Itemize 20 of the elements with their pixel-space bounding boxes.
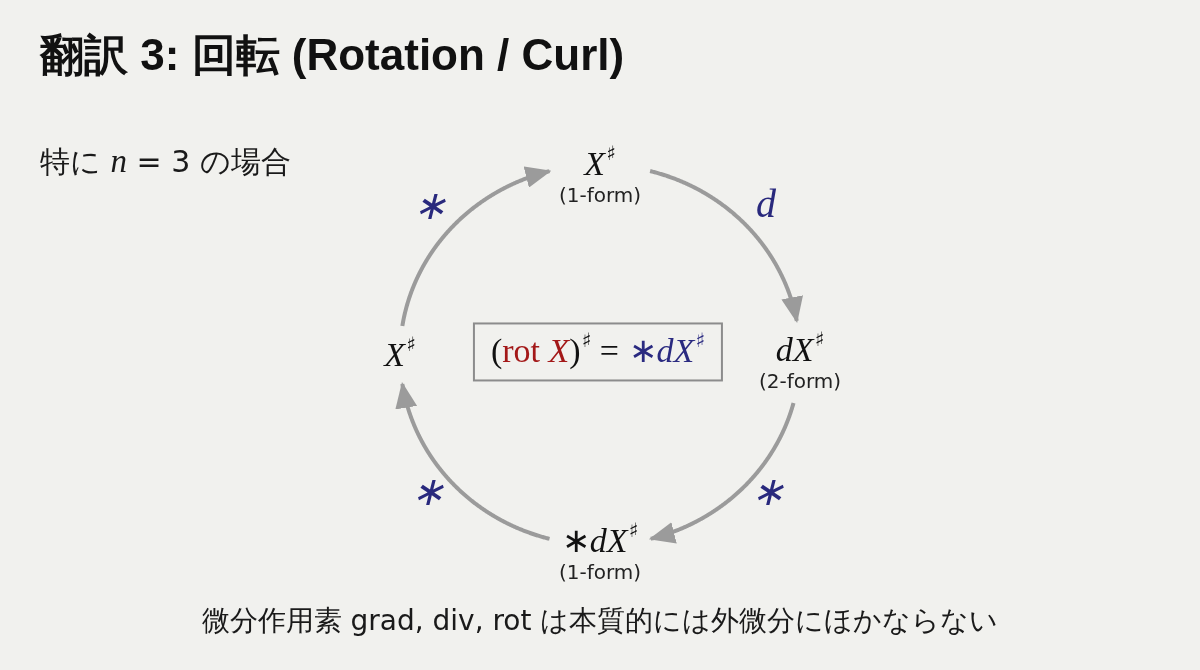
arrow bbox=[648, 169, 803, 323]
edge-label: d bbox=[756, 184, 776, 224]
formula-box bbox=[472, 322, 724, 382]
arrow bbox=[395, 382, 551, 541]
form-degree-label: (1-form) bbox=[558, 183, 642, 208]
math-label: X$^{♯}$ bbox=[584, 144, 616, 184]
edge-label: ∗ bbox=[413, 186, 447, 226]
form-degree-label: (2-form) bbox=[758, 369, 842, 394]
edge-label: ∗ bbox=[411, 472, 445, 512]
arrow bbox=[400, 166, 552, 328]
note-text: 特に n = 3 の場合 bbox=[40, 142, 291, 181]
math-label: dX$^{♯}$ bbox=[775, 330, 825, 370]
arrow bbox=[648, 401, 796, 544]
slide-title: 翻訳 3: 回転 (Rotation / Curl) bbox=[40, 30, 625, 81]
form-degree-label: (1-form) bbox=[558, 560, 642, 585]
caption-text: 微分作用素 grad, div, rot は本質的には外微分にほかならない bbox=[201, 604, 999, 638]
math-label: X$^{♯}$ bbox=[384, 335, 416, 375]
math-label: ∗dX$^{♯}$ bbox=[561, 521, 639, 561]
edge-label: ∗ bbox=[751, 472, 785, 512]
formula: (rot X)$^{♯}$ = ∗dX$^{♯}$ bbox=[490, 331, 706, 371]
